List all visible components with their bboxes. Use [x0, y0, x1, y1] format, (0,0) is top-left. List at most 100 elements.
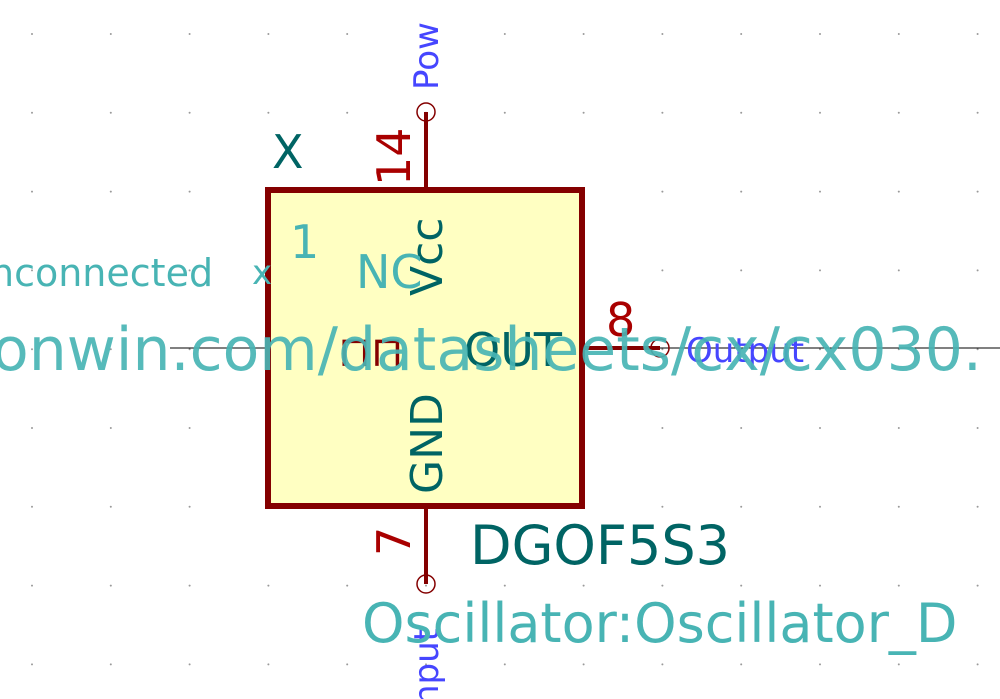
pin-7-number: 7 — [367, 527, 421, 556]
value-field[interactable]: DGOF5S3 — [470, 514, 730, 577]
grid-dot — [31, 505, 33, 508]
grid-dot — [740, 427, 743, 429]
grid-dot — [661, 584, 664, 587]
grid-dot — [109, 584, 112, 587]
net-label-left[interactable]: nconnected — [0, 251, 213, 295]
grid-dot — [897, 505, 900, 508]
grid-dot — [661, 348, 664, 351]
grid-dot — [188, 33, 191, 35]
grid-dot — [976, 427, 979, 429]
grid-dot — [31, 348, 33, 351]
grid-dot — [819, 190, 821, 193]
grid-dot — [109, 663, 112, 666]
grid-dot — [661, 505, 664, 508]
grid-dot — [740, 505, 743, 508]
grid-dot — [582, 33, 585, 35]
grid-dot — [503, 111, 506, 114]
grid-dot — [188, 348, 191, 351]
grid-dot — [976, 505, 979, 508]
grid-dot — [897, 584, 900, 587]
pin-14-number: 14 — [367, 127, 421, 186]
grid-dot — [819, 505, 821, 508]
grid-dot — [819, 663, 821, 666]
grid-dot — [31, 584, 33, 587]
grid-dot — [503, 33, 506, 35]
pin-8-number: 8 — [606, 293, 635, 347]
grid-dot — [740, 663, 743, 666]
pin-14-name: Vcc — [402, 218, 453, 296]
grid-dot — [740, 269, 743, 272]
clock-waveform-glyph: ⊓⊓ — [338, 327, 404, 376]
grid-dot — [109, 33, 112, 35]
grid-dot — [109, 111, 112, 114]
grid-dot — [740, 584, 743, 587]
grid-dot — [582, 663, 585, 666]
grid-dot — [346, 33, 349, 35]
grid-dot — [346, 663, 349, 666]
grid-dot — [976, 111, 979, 114]
grid-dot — [819, 348, 821, 351]
grid-dot — [188, 584, 191, 587]
grid-dot — [819, 584, 821, 587]
grid-dot — [740, 33, 743, 35]
grid-dot — [897, 427, 900, 429]
footprint-field[interactable]: Oscillator:Oscillator_D — [362, 592, 958, 655]
grid-dot — [819, 427, 821, 429]
grid-dot — [425, 663, 427, 666]
pin-7-endpoint[interactable] — [416, 574, 436, 594]
grid-dot — [661, 269, 664, 272]
grid-dot — [897, 663, 900, 666]
grid-dot — [819, 33, 821, 35]
net-label-right[interactable]: Output — [686, 331, 804, 371]
grid-dot — [188, 269, 191, 272]
grid-dot — [582, 584, 585, 587]
pin-1-number: 1 — [290, 215, 319, 269]
grid-dot — [503, 663, 506, 666]
grid-dot — [31, 269, 33, 272]
grid-dot — [582, 111, 585, 114]
reference-designator[interactable]: X — [272, 125, 304, 179]
grid-dot — [503, 584, 506, 587]
grid-dots — [31, 33, 979, 666]
grid-dot — [819, 269, 821, 272]
net-label-bottom[interactable]: nput — [407, 628, 447, 699]
pin-14-endpoint[interactable] — [416, 102, 436, 122]
grid-dot — [346, 111, 349, 114]
grid-dot — [976, 584, 979, 587]
grid-dot — [897, 269, 900, 272]
oscillator-body[interactable] — [265, 187, 585, 509]
grid-dot — [976, 663, 979, 666]
net-label-top[interactable]: Pow — [407, 22, 447, 90]
grid-dot — [188, 111, 191, 114]
grid-dot — [109, 269, 112, 272]
grid-dot — [661, 190, 664, 193]
grid-dot — [31, 663, 33, 666]
grid-dot — [740, 111, 743, 114]
grid-dot — [109, 348, 112, 351]
grid-dot — [346, 584, 349, 587]
grid-dot — [188, 663, 191, 666]
pin-8-name: OUT — [464, 323, 563, 377]
pin-7-name: GND — [402, 393, 453, 494]
grid-dot — [740, 190, 743, 193]
grid-dot — [819, 111, 821, 114]
pin-8-endpoint[interactable] — [650, 338, 670, 358]
grid-dot — [661, 111, 664, 114]
grid-dot — [109, 505, 112, 508]
grid-dot — [976, 348, 979, 351]
grid-dot — [661, 663, 664, 666]
grid-dot — [976, 33, 979, 35]
grid-dot — [109, 190, 112, 193]
grid-dot — [109, 427, 112, 429]
grid-dot — [661, 427, 664, 429]
grid-dot — [897, 348, 900, 351]
grid-dot — [976, 190, 979, 193]
grid-dot — [425, 584, 427, 587]
no-connect-marker[interactable]: x — [252, 253, 272, 293]
grid-dot — [267, 663, 270, 666]
grid-dot — [897, 190, 900, 193]
datasheet-field[interactable]: onwin.com/datasheets/cx/cx030. — [0, 315, 982, 385]
grid-dot — [267, 111, 270, 114]
